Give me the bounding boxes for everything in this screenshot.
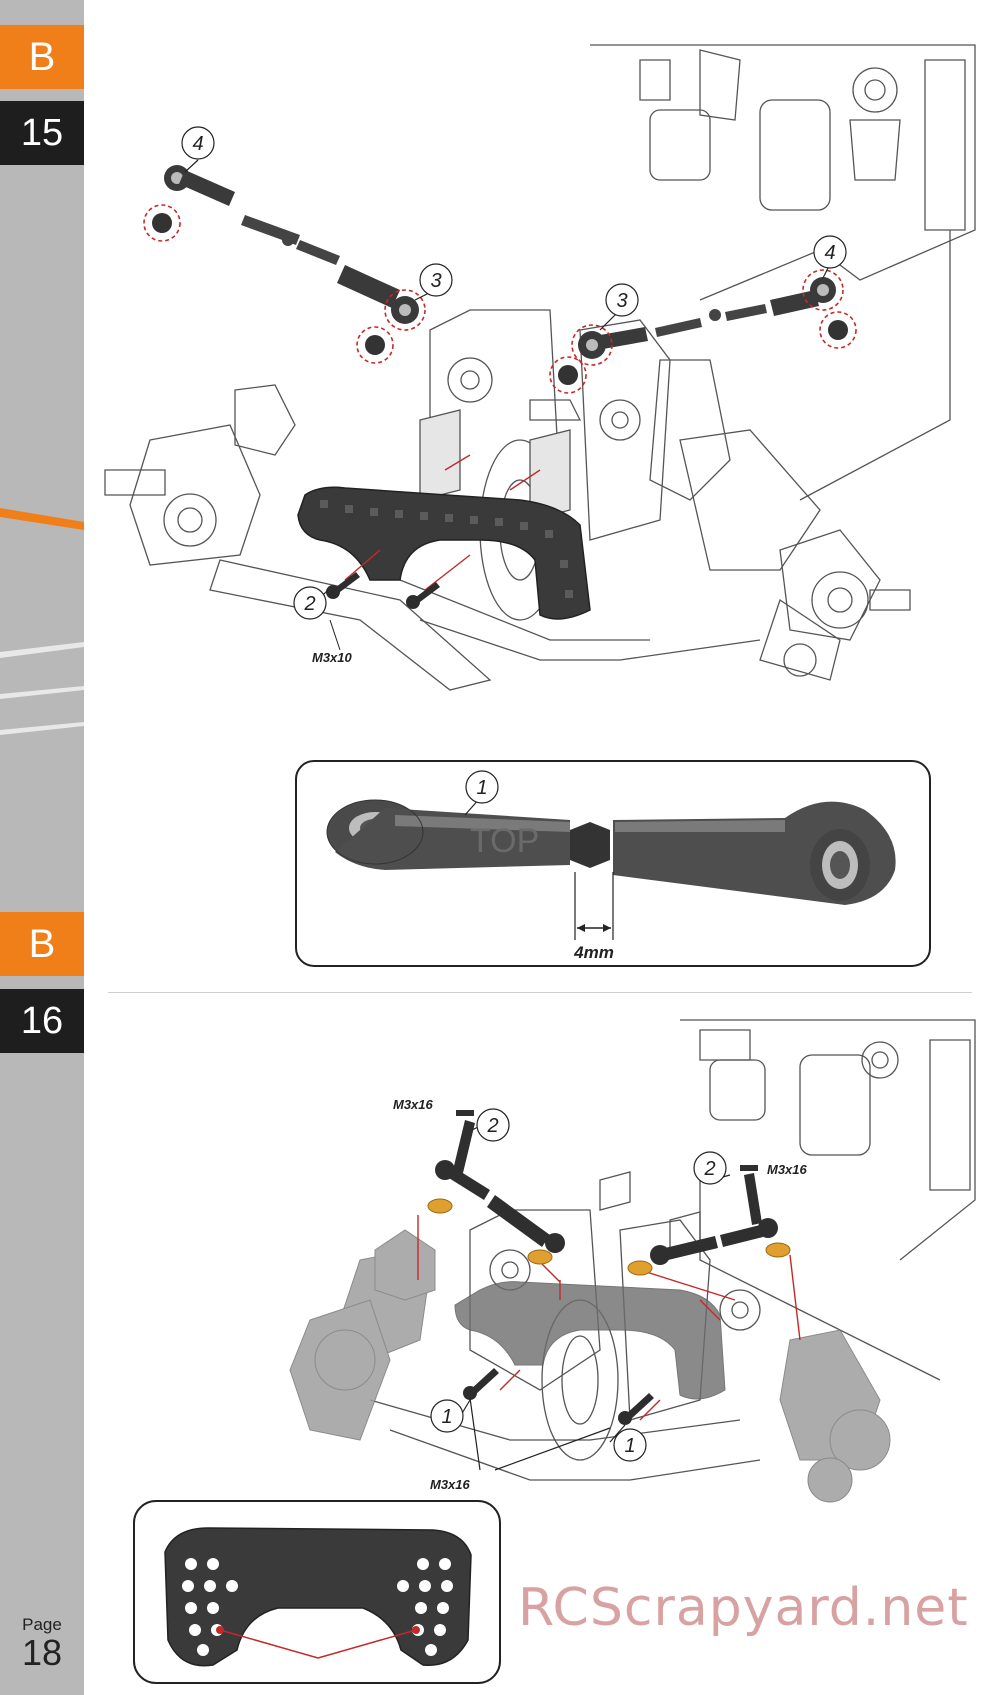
turnbuckle-length-detail: TOP 4mm 1 — [295, 760, 931, 967]
callout-number: 2 — [303, 593, 315, 615]
callout-number: 2 — [703, 1158, 715, 1180]
callout-number: 1 — [624, 1435, 635, 1457]
screw-size-label: M3x16 — [393, 1097, 433, 1112]
section-letter-badge: B — [0, 912, 84, 976]
left-turnbuckle-exploded — [152, 165, 419, 355]
callout-number: 4 — [192, 133, 203, 155]
callout-number: 3 — [430, 270, 441, 292]
page-label: Page — [22, 1615, 62, 1634]
screw-size-label: M3x16 — [767, 1162, 807, 1177]
callout-number: 1 — [441, 1406, 452, 1428]
screw-size-label: M3x10 — [312, 650, 352, 665]
right-turnbuckle-exploded — [558, 277, 848, 385]
carbon-brace — [297, 486, 591, 620]
step16-assembly-diagram: 2 2 1 1 — [289, 1019, 976, 1503]
length-measurement: 4mm — [573, 943, 614, 962]
step-divider — [108, 992, 972, 993]
step-number-badge: 15 — [0, 101, 84, 165]
watermark-text: RCScrapyard.net — [518, 1578, 969, 1638]
sidebar-stripes — [0, 508, 84, 735]
sidebar: B 15 B 16 Page 18 — [0, 0, 84, 1695]
callout-number: 3 — [616, 290, 627, 312]
screw-size-label: M3x16 — [430, 1477, 470, 1492]
step16-callouts — [430, 1108, 731, 1471]
page-number: 18 — [21, 1632, 63, 1673]
brace-hole-position-detail — [133, 1500, 501, 1684]
section-letter-badge: B — [0, 25, 84, 89]
callout-number: 2 — [486, 1115, 498, 1137]
step15-assembly-diagram: 4 3 3 4 2 — [104, 44, 976, 691]
callout-number: 1 — [476, 777, 487, 799]
step15-callouts — [181, 126, 847, 620]
top-marking: TOP — [470, 822, 539, 860]
carbon-brace — [454, 1281, 726, 1400]
callout-number: 4 — [824, 242, 835, 264]
step-number-badge: 16 — [0, 989, 84, 1053]
